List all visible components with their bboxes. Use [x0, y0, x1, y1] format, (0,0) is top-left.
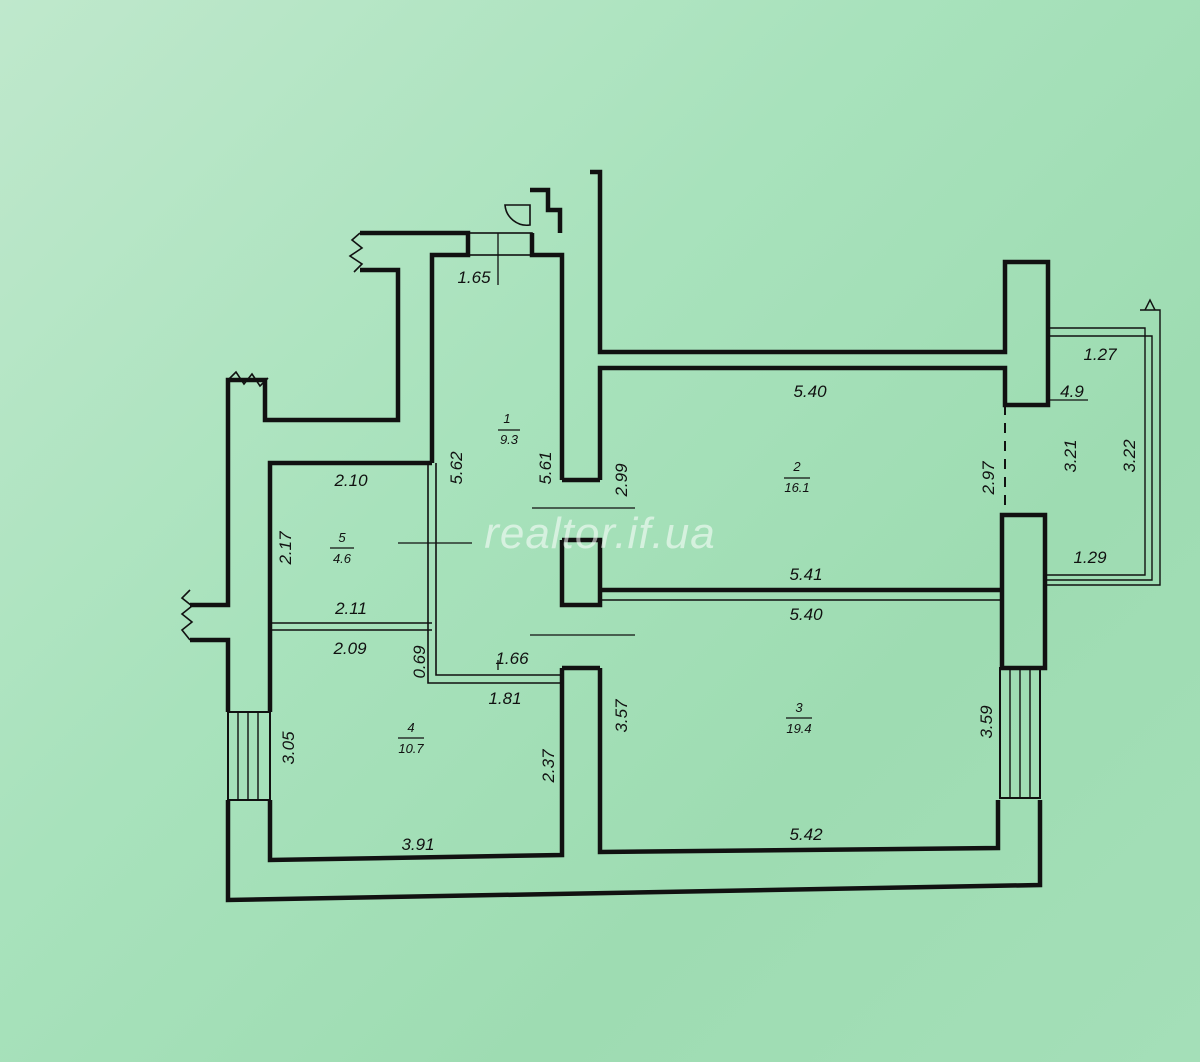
room2-number: 2	[792, 459, 801, 474]
wall-break-top	[348, 232, 364, 273]
dim-room2-bottom: 5.41	[789, 565, 822, 584]
dim-room5-top: 2.10	[333, 471, 368, 490]
window-room4	[227, 711, 271, 801]
dim-corridor-width: 1.66	[495, 649, 529, 668]
dim-room4-bottom: 3.91	[401, 835, 434, 854]
dim-room5-bottom: 2.11	[334, 599, 367, 618]
dim-balcony-area: 4.9	[1060, 382, 1084, 401]
room2-area: 16.1	[784, 480, 809, 495]
dim-room3-right: 3.59	[977, 705, 996, 739]
dim-corridor-height: 0.69	[410, 645, 429, 679]
room5-right-partition	[427, 463, 562, 684]
dim-room4-right: 2.37	[539, 749, 558, 784]
balcony	[1045, 298, 1161, 586]
entrance-door	[467, 187, 563, 285]
dim-balcony-inner-height: 3.21	[1061, 439, 1080, 472]
inner-wall-bottom	[267, 668, 565, 863]
room1-area: 9.3	[500, 432, 519, 447]
dim-room3-left: 3.57	[612, 699, 631, 733]
room3-bottom-wall	[597, 668, 1001, 855]
dim-corridor-bottom: 1.81	[488, 689, 521, 708]
room4-number: 4	[407, 720, 414, 735]
outer-wall-bottom	[225, 800, 1043, 903]
right-pillar	[999, 512, 1048, 671]
dim-hall-right-height: 5.61	[536, 451, 555, 484]
dim-room5-left: 2.17	[276, 531, 295, 566]
top-wall-main	[590, 169, 1051, 480]
dim-hall-top-width: 1.65	[457, 268, 491, 287]
outer-wall-left-inner	[267, 460, 432, 712]
room5-area: 4.6	[333, 551, 352, 566]
room3-area: 19.4	[786, 721, 811, 736]
hall-right-lower	[559, 537, 603, 608]
dim-balcony-top: 1.27	[1083, 345, 1117, 364]
room4-area: 10.7	[398, 741, 424, 756]
room3-number: 3	[795, 700, 803, 715]
dim-room2-right: 2.97	[979, 461, 998, 496]
outer-wall-top-left	[360, 230, 471, 463]
hall-top-right	[529, 233, 565, 480]
dim-room2-left: 2.99	[612, 463, 631, 498]
dim-room4-top: 2.09	[332, 639, 367, 658]
room1-number: 1	[503, 411, 510, 426]
wall-break-left	[180, 589, 194, 641]
room5-number: 5	[338, 530, 346, 545]
dim-room4-left: 3.05	[279, 731, 298, 765]
dim-hall-left-height: 5.62	[447, 451, 466, 485]
dim-room3-bottom: 5.42	[789, 825, 823, 844]
dim-balcony-outer-height: 3.22	[1120, 439, 1139, 473]
room5-room4-partition	[270, 622, 432, 631]
outer-wall-left-lower	[190, 267, 401, 712]
watermark: realtor.if.ua	[484, 509, 715, 558]
wall-break-top-left	[227, 370, 269, 388]
dim-room3-top: 5.40	[789, 605, 823, 624]
window-room3	[999, 667, 1041, 799]
dim-room2-top: 5.40	[793, 382, 827, 401]
dim-balcony-bottom: 1.29	[1073, 548, 1107, 567]
